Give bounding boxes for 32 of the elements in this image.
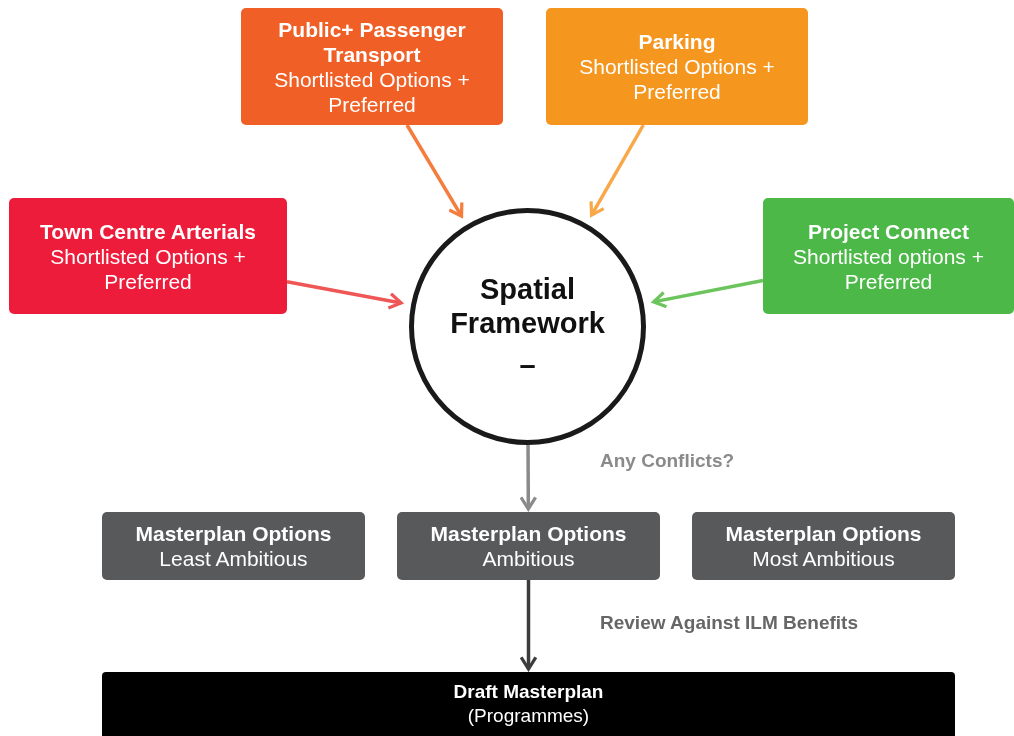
- arrow: [519, 580, 538, 671]
- node-title: Town Centre Arterials: [40, 218, 256, 244]
- process-box: [241, 8, 503, 125]
- process-box: [9, 198, 287, 314]
- node-title: Masterplan Options: [725, 521, 922, 546]
- node-text: Shortlisted Options + Preferred: [49, 243, 247, 294]
- node-title: Draft Masterplan: [453, 680, 604, 704]
- node-text: Shortlisted options + Preferred: [792, 243, 985, 294]
- node-text: Shortlisted Options + Preferred: [273, 66, 471, 117]
- node-title: Project Connect: [808, 218, 969, 244]
- process-box: [397, 512, 660, 580]
- node-text: (Programmes): [467, 704, 590, 728]
- node-text: Ambitious: [482, 546, 575, 571]
- node-title: Masterplan Options: [135, 521, 332, 546]
- arrow: [405, 124, 464, 218]
- arrow: [652, 278, 764, 309]
- process-box: [102, 512, 365, 580]
- node-text: Least Ambitious: [159, 546, 308, 571]
- arrow: [519, 445, 538, 511]
- output-bar: [102, 672, 955, 736]
- node-title: Public+ Passenger Transport: [277, 16, 467, 67]
- process-box: [692, 512, 955, 580]
- node-title: Masterplan Options: [430, 521, 627, 546]
- node-text: Most Ambitious: [752, 546, 895, 571]
- node-label: –: [519, 347, 536, 382]
- process-box: [763, 198, 1014, 314]
- node-label: Spatial Framework: [449, 271, 606, 340]
- arrow: [589, 124, 645, 217]
- process-box: [546, 8, 808, 125]
- node-title: Parking: [638, 29, 716, 54]
- arrow: [286, 280, 403, 310]
- node-text: Shortlisted Options + Preferred: [578, 54, 776, 104]
